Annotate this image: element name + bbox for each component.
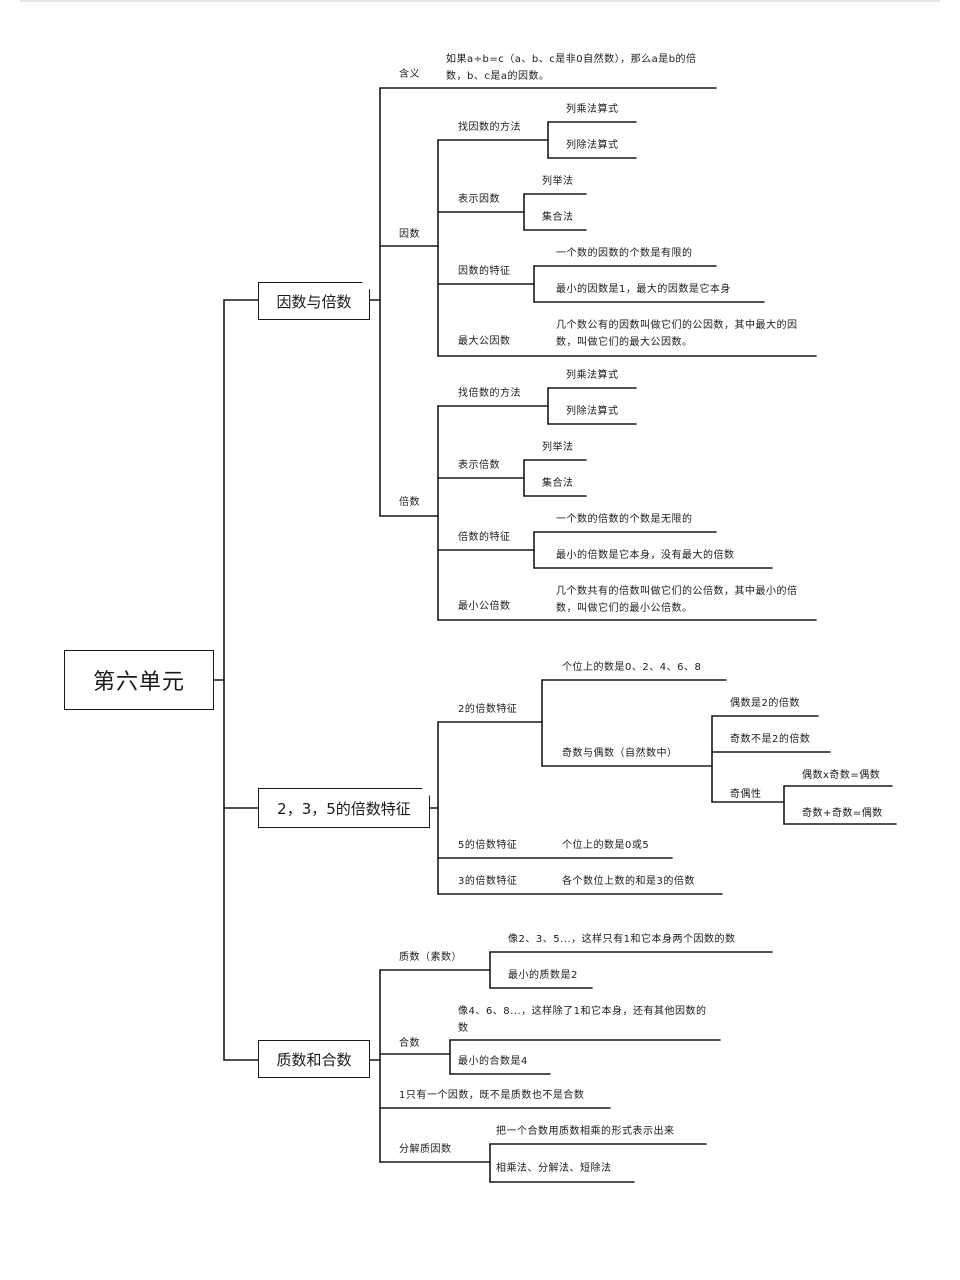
factor-find-item: 列乘法算式 — [566, 104, 619, 115]
meaning-label[interactable]: 含义 — [399, 69, 420, 80]
root-label: 第六单元 — [92, 670, 185, 695]
factor-show-label[interactable]: 表示因数 — [458, 194, 500, 205]
multiple-traits-item: 最小的倍数是它本身，没有最大的倍数 — [556, 550, 735, 561]
five-features-text: 个位上的数是0或5 — [562, 840, 650, 851]
fold-corner — [421, 787, 431, 797]
parity-label[interactable]: 奇偶性 — [730, 789, 762, 800]
meaning-text: 如果a÷b=c（a、b、c是非0自然数），那么a是b的倍数，b、c是a的因数。 — [446, 54, 697, 82]
node-label: 2，3，5的倍数特征 — [277, 799, 411, 818]
lcm-label[interactable]: 最小公倍数 — [458, 601, 511, 612]
multiple-traits-item: 一个数的倍数的个数是无限的 — [556, 514, 693, 525]
factor-show-item: 列举法 — [542, 176, 574, 187]
factorize-label[interactable]: 分解质因数 — [399, 1144, 452, 1155]
composite-item: 像4、6、8...，这样除了1和它本身，还有其他因数的数 — [458, 1006, 707, 1034]
multiple-label[interactable]: 倍数 — [399, 497, 420, 508]
one-note-text: 1只有一个因数，既不是质数也不是合数 — [399, 1090, 585, 1101]
two-features-label[interactable]: 2的倍数特征 — [458, 704, 518, 715]
parity-item: 奇数+奇数=偶数 — [802, 808, 883, 819]
lcm-text: 几个数共有的倍数叫做它们的公倍数，其中最小的倍数，叫做它们的最小公倍数。 — [556, 586, 798, 614]
factorize-item: 把一个合数用质数相乘的形式表示出来 — [496, 1126, 675, 1137]
node-label: 因数与倍数 — [276, 292, 352, 311]
factor-find-item: 列除法算式 — [566, 140, 619, 151]
factor-traits-label[interactable]: 因数的特征 — [458, 266, 511, 277]
multiple-traits-label[interactable]: 倍数的特征 — [458, 532, 511, 543]
gcd-label[interactable]: 最大公因数 — [458, 336, 511, 347]
factor-show-item: 集合法 — [542, 212, 574, 223]
odd-even-label[interactable]: 奇数与偶数（自然数中） — [562, 748, 678, 759]
fold-corner — [361, 281, 371, 291]
odd-text: 奇数不是2的倍数 — [730, 734, 811, 745]
factor-label[interactable]: 因数 — [399, 229, 420, 240]
prime-label[interactable]: 质数（素数） — [399, 952, 462, 963]
three-features-label[interactable]: 3的倍数特征 — [458, 876, 518, 887]
factor-traits-item: 一个数的因数的个数是有限的 — [556, 248, 693, 259]
node-factors-multiples[interactable]: 因数与倍数 — [258, 281, 371, 320]
node-235-features[interactable]: 2，3，5的倍数特征 — [258, 787, 431, 828]
factor-find-label[interactable]: 找因数的方法 — [458, 122, 521, 133]
multiple-find-label[interactable]: 找倍数的方法 — [458, 388, 521, 399]
multiple-find-item: 列除法算式 — [566, 406, 619, 417]
factorize-item: 相乘法、分解法、短除法 — [496, 1163, 612, 1174]
root-node[interactable]: 第六单元 — [64, 650, 214, 710]
top-divider — [20, 0, 940, 2]
node-label: 质数和合数 — [276, 1050, 352, 1069]
composite-item: 最小的合数是4 — [458, 1056, 528, 1067]
multiple-show-item: 集合法 — [542, 478, 574, 489]
two-digits-text: 个位上的数是0、2、4、6、8 — [562, 662, 702, 673]
prime-item: 像2、3、5...，这样只有1和它本身两个因数的数 — [508, 934, 736, 945]
composite-label[interactable]: 合数 — [399, 1038, 420, 1049]
five-features-label[interactable]: 5的倍数特征 — [458, 840, 518, 851]
parity-item: 偶数x奇数=偶数 — [802, 770, 881, 781]
factor-traits-item: 最小的因数是1，最大的因数是它本身 — [556, 284, 731, 295]
gcd-text: 几个数公有的因数叫做它们的公因数，其中最大的因数，叫做它们的最大公因数。 — [556, 320, 798, 348]
even-text: 偶数是2的倍数 — [730, 698, 800, 709]
multiple-show-label[interactable]: 表示倍数 — [458, 460, 500, 471]
multiple-show-item: 列举法 — [542, 442, 574, 453]
multiple-find-item: 列乘法算式 — [566, 370, 619, 381]
node-prime-composite[interactable]: 质数和合数 — [258, 1040, 370, 1078]
prime-item: 最小的质数是2 — [508, 970, 578, 981]
three-features-text: 各个数位上数的和是3的倍数 — [562, 876, 695, 887]
